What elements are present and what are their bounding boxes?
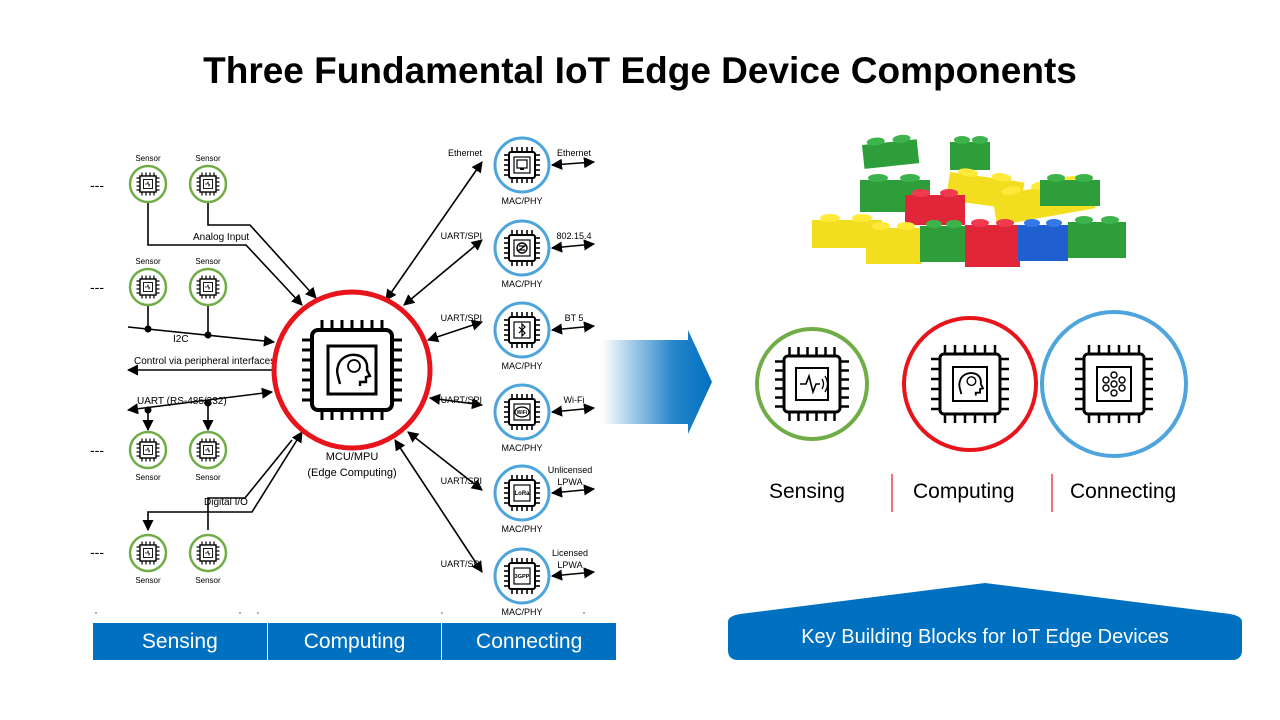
connection-lines	[126, 157, 596, 581]
signal-wave-icon	[205, 283, 211, 291]
sensor-chip: Sensor	[128, 533, 168, 585]
sensor-label: Sensor	[135, 154, 161, 163]
brain-head-icon	[335, 353, 372, 386]
transition-arrow	[602, 330, 712, 434]
signal-wave-icon	[205, 549, 211, 557]
module-input-label: UART/SPI	[441, 476, 482, 486]
module-output-label: BT 5	[565, 313, 584, 323]
category-label-connecting: Connecting	[1070, 480, 1177, 503]
wifi-icon: WiFi	[514, 406, 530, 418]
sensing-chip-icon	[755, 327, 869, 441]
bar-cell-computing: Computing	[268, 623, 443, 660]
module-input-label: UART/SPI	[441, 231, 482, 241]
network-nodes-icon	[1102, 371, 1126, 397]
bar-cell-sensing: Sensing	[93, 623, 268, 660]
signal-wave-icon	[145, 446, 151, 454]
category-label-computing: Computing	[913, 480, 1015, 503]
mac-phy-label: MAC/PHY	[501, 524, 542, 534]
banner-shape	[728, 583, 1242, 660]
mcu-sublabel: (Edge Computing)	[307, 467, 396, 479]
ellipsis-text: ---	[90, 544, 104, 560]
svg-text:WiFi: WiFi	[517, 410, 528, 416]
ellipsis-text: ---	[90, 279, 104, 295]
analog-input-label: Analog Input	[193, 232, 249, 243]
ethernet-icon	[516, 159, 528, 170]
signal-wave-icon	[145, 283, 151, 291]
mac-phy-label: MAC/PHY	[501, 196, 542, 206]
sensor-label: Sensor	[135, 473, 161, 482]
module-output-label: Wi-Fi	[564, 395, 585, 405]
sensor-chip: Sensor	[188, 257, 228, 307]
sensor-label: Sensor	[135, 257, 161, 266]
mcu-chip	[271, 289, 433, 451]
module-output-label: Licensed	[552, 548, 588, 558]
control-label: Control via peripheral interfaces	[134, 356, 275, 367]
3gpp-icon: 3GPP	[515, 574, 530, 580]
i2c-label: I2C	[173, 334, 189, 345]
zigbee-icon	[516, 242, 528, 254]
svg-text:3GPP: 3GPP	[515, 574, 530, 580]
bus-dots	[144, 325, 212, 414]
bluetooth-icon	[518, 322, 526, 338]
svg-text:LoRa: LoRa	[515, 491, 531, 497]
mac-phy-label: MAC/PHY	[501, 607, 542, 617]
module-input-label: Ethernet	[448, 148, 483, 158]
mac-phy-label: MAC/PHY	[501, 279, 542, 289]
uart-rs485-label: UART (RS-485/232)	[137, 396, 227, 407]
sensor-chip: Sensor	[128, 257, 168, 307]
sensor-chip: Sensor	[128, 154, 168, 204]
module-output-label-2: LPWA	[557, 477, 582, 487]
brain-head-icon	[958, 372, 985, 396]
sensor-label: Sensor	[195, 576, 221, 585]
lego-blocks-image	[812, 134, 1126, 267]
ellipsis-marks: --- --- --- ---	[90, 177, 104, 560]
sensor-label: Sensor	[195, 154, 221, 163]
module-input-label: UART/SPI	[441, 395, 482, 405]
sensor-label: Sensor	[195, 257, 221, 266]
signal-wave-icon	[205, 446, 211, 454]
sensor-chip: Sensor	[188, 430, 228, 482]
signal-wave-icon	[145, 180, 151, 188]
category-label-sensing: Sensing	[769, 480, 845, 503]
ellipsis-text: ---	[90, 442, 104, 458]
connectivity-module: MAC/PHY UART/SPI BT 5	[441, 301, 584, 371]
connectivity-module: MAC/PHY Ethernet Ethernet	[448, 136, 592, 206]
sensor-label: Sensor	[135, 576, 161, 585]
bar-cell-connecting: Connecting	[476, 629, 583, 653]
module-output-label: Unlicensed	[548, 465, 593, 475]
sensor-chip: Sensor	[128, 430, 168, 482]
bottom-category-bar: Sensing Computing Connecting	[93, 623, 616, 660]
page-title: Three Fundamental IoT Edge Device Compon…	[203, 50, 1077, 91]
banner-text: Key Building Blocks for IoT Edge Devices	[801, 625, 1169, 648]
sensor-chip: Sensor	[188, 533, 228, 585]
sensor-chip: Sensor	[188, 154, 228, 204]
mac-phy-label: MAC/PHY	[501, 361, 542, 371]
signal-wave-icon	[205, 180, 211, 188]
module-output-label: Ethernet	[557, 148, 592, 158]
module-input-label: UART/SPI	[441, 559, 482, 569]
mcu-label: MCU/MPU	[326, 451, 379, 463]
sensor-label: Sensor	[195, 473, 221, 482]
module-output-label: 802.15.4	[556, 231, 591, 241]
connectivity-module: MAC/PHY UART/SPI 802.15.4	[441, 219, 592, 289]
module-input-label: UART/SPI	[441, 313, 482, 323]
mac-phy-label: MAC/PHY	[501, 443, 542, 453]
module-output-label-2: LPWA	[557, 560, 582, 570]
connecting-chip-icon	[1040, 310, 1188, 458]
digital-io-label: Digital I/O	[204, 497, 248, 508]
ellipsis-text: ---	[90, 177, 104, 193]
lora-icon: LoRa	[515, 491, 531, 497]
signal-wave-icon	[800, 373, 820, 395]
signal-wave-icon	[145, 549, 151, 557]
baseline-ticks	[95, 612, 585, 614]
computing-chip-icon	[902, 316, 1038, 452]
